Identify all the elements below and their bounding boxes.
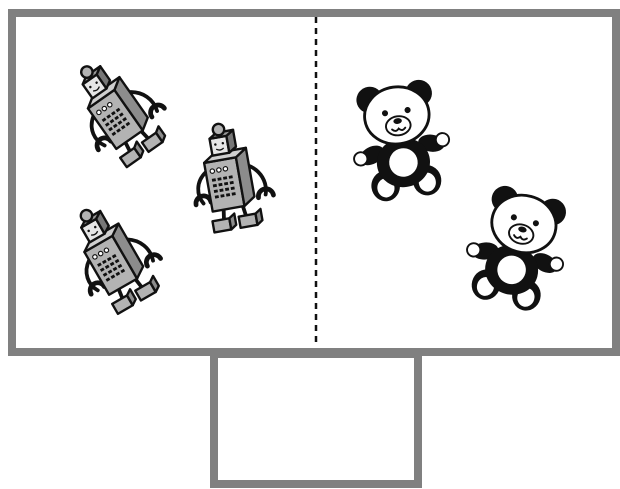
board-stand xyxy=(214,354,418,484)
